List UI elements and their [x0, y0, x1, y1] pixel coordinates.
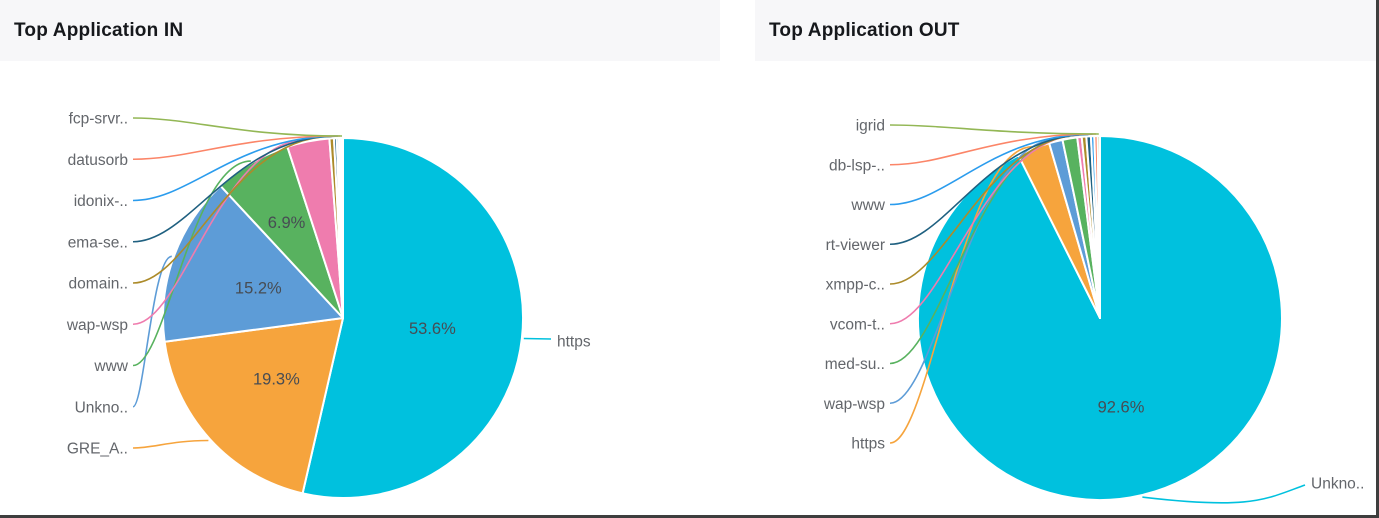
slice-label-db-lsp-: db-lsp-..: [829, 157, 885, 174]
panel-header-out: Top Application OUT: [755, 0, 1376, 61]
slice-label-unkno-: Unkno..: [1311, 476, 1364, 493]
panel-title-out: Top Application OUT: [769, 19, 960, 41]
slice-label-https: https: [851, 436, 885, 453]
slice-label-https: https: [557, 334, 591, 351]
panel-header-in: Top Application IN: [0, 0, 720, 61]
slice-label-www: www: [850, 197, 885, 214]
slice-label-xmpp-c-: xmpp-c..: [826, 277, 885, 294]
label-leader-line: [889, 133, 1089, 246]
label-leader-line: [132, 135, 338, 202]
label-leader-line: [132, 135, 336, 243]
slice-label-domain-: domain..: [69, 276, 128, 293]
label-leader-line: [889, 134, 1080, 325]
label-leader-line: [132, 160, 251, 367]
pie-slice-gre-a-[interactable]: [163, 317, 344, 495]
slice-percent-label: 15.2%: [235, 280, 282, 298]
slice-label-wap-wsp: wap-wsp: [66, 317, 128, 334]
pie-slice-https[interactable]: [301, 137, 524, 499]
label-leader-line: [889, 124, 1099, 135]
panel-title-in: Top Application IN: [14, 19, 184, 41]
slice-label-gre-a-: GRE_A..: [67, 441, 128, 458]
slice-label-rt-viewer: rt-viewer: [826, 237, 885, 254]
slice-label-fcp-srvr-: fcp-srvr..: [69, 111, 128, 128]
slice-label-ema-se-: ema-se..: [68, 234, 128, 251]
pie-chart-top-application-out: 92.6% Unkno.. https wap-wsp med-su.. vcom-t..…: [823, 118, 1364, 504]
pie-slice-igrid[interactable]: [1096, 134, 1101, 319]
slice-label-idonix-: idonix-..: [74, 193, 128, 210]
label-leader-line: [889, 138, 1056, 405]
panel-top-application-out: 92.6% Unkno.. https wap-wsp med-su.. vcom-t..…: [755, 0, 1376, 515]
slice-label-igrid: igrid: [856, 118, 885, 135]
label-leader-line: [889, 133, 1097, 166]
slice-label-med-su-: med-su..: [825, 356, 885, 373]
label-leader-line: [132, 117, 343, 137]
label-leader-line: [132, 135, 332, 284]
label-leader-line: [1142, 484, 1306, 504]
label-leader-line: [523, 337, 552, 340]
slice-label-wap-wsp: wap-wsp: [823, 396, 885, 413]
label-leader-line: [132, 255, 173, 408]
slice-label-www: www: [93, 358, 128, 375]
label-leader-line: [132, 138, 308, 326]
label-leader-line: [132, 135, 341, 161]
slice-percent-label: 6.9%: [268, 214, 306, 232]
slice-label-vcom-t-: vcom-t..: [830, 316, 885, 333]
slice-percent-label: 53.6%: [409, 320, 456, 338]
slice-label-unkno-: Unkno..: [75, 399, 128, 416]
pie-slice-fcp-srvr-[interactable]: [340, 136, 344, 319]
slice-percent-label: 92.6%: [1098, 399, 1145, 417]
label-leader-line: [889, 133, 1084, 285]
label-leader-line: [132, 439, 209, 449]
slice-percent-label: 19.3%: [253, 371, 300, 389]
slice-label-datusorb: datusorb: [68, 152, 128, 169]
label-leader-line: [889, 133, 1093, 206]
